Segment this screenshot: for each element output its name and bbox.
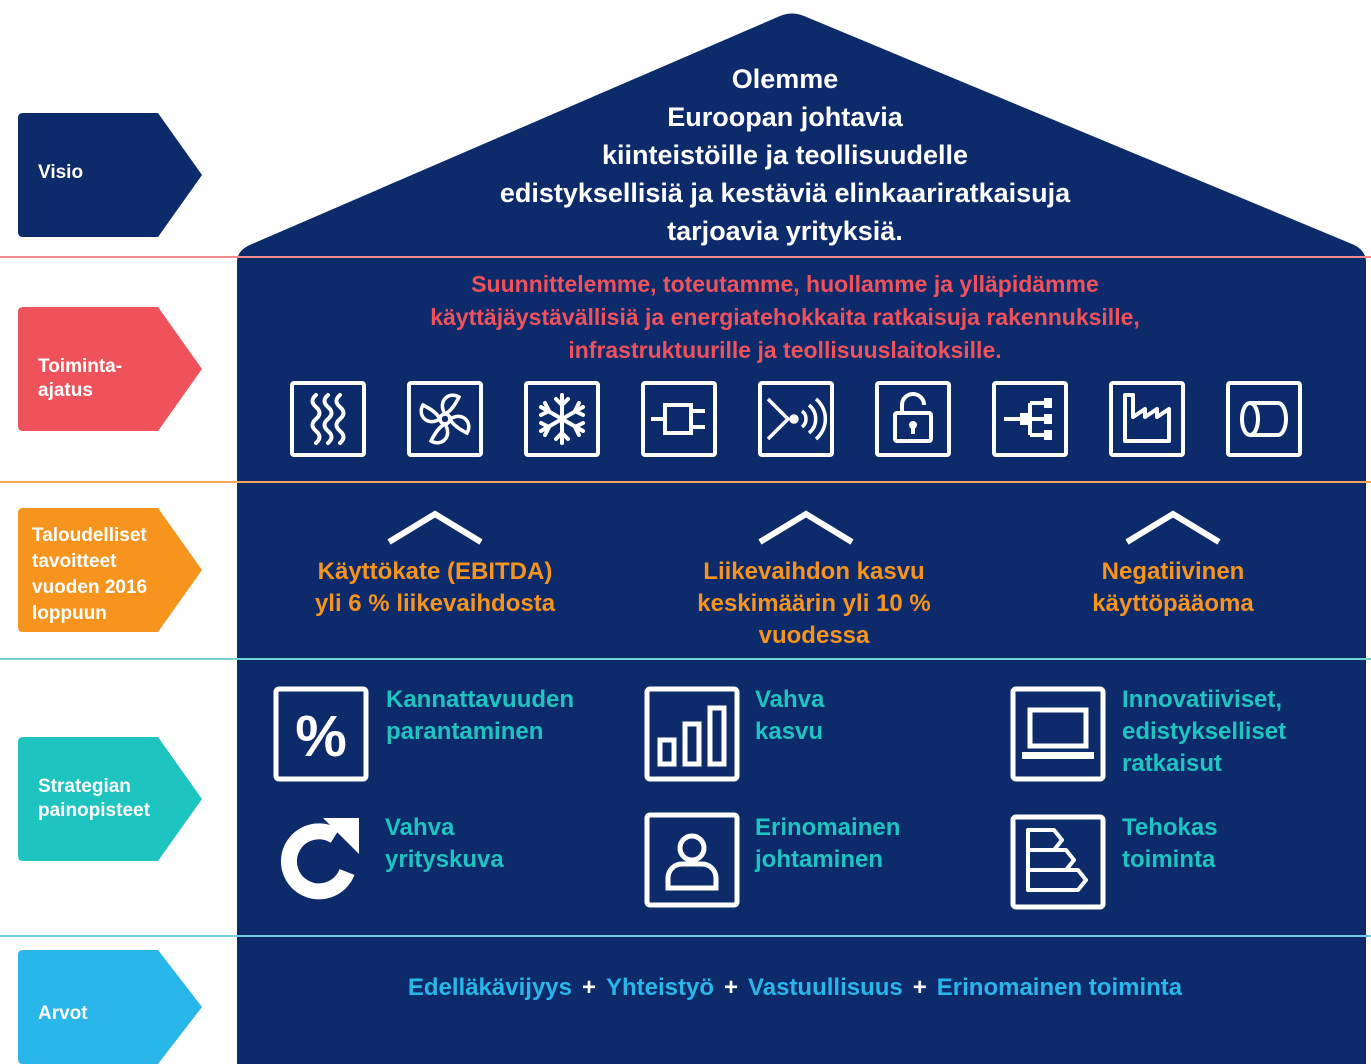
value-edellakavijyys: Edelläkävijyys <box>407 974 572 1001</box>
side-label-taloudelliset-tavoitteet: Taloudelliset tavoitteet vuoden 2016 lop… <box>32 525 148 624</box>
strategy-line: Innovatiiviset, <box>1122 686 1283 713</box>
strategy-line: Erinomainen <box>755 814 901 841</box>
side-label-strategian-painopisteet: Strategian painopisteet <box>38 776 150 821</box>
strategy-line: Vahva <box>755 686 825 713</box>
pipe-icon <box>1226 381 1302 457</box>
strategy-vahva-kasvu: Vahva kasvu <box>755 684 824 748</box>
plus-separator: + <box>912 974 927 1001</box>
cooling-snowflake-icon <box>524 381 600 457</box>
values-row: Edelläkävijyys + Yhteistyö + Vastuullisuus + E… <box>290 974 1300 1002</box>
vision-line: kiinteistöille ja teollisuudelle <box>601 140 969 170</box>
goal-line: Käyttökate (EBITDA) <box>317 558 553 585</box>
svg-text:%: % <box>295 704 347 769</box>
vision-statement: Olemme Euroopan johtavia kiinteistöille … <box>420 60 1150 250</box>
value-vastuullisuus: Vastuullisuus <box>748 974 903 1001</box>
strategy-line: edistykselliset <box>1122 718 1287 745</box>
vision-line: Euroopan johtavia <box>667 102 903 132</box>
side-tab-arvot: Arvot <box>18 950 202 1064</box>
goal-line: vuodessa <box>758 622 870 649</box>
refresh-arrow-icon <box>280 818 359 900</box>
person-icon <box>644 812 740 908</box>
bar-chart-icon <box>644 686 740 782</box>
electrical-plug-icon <box>641 381 717 457</box>
goal-working-capital: Negatiivinen käyttöpääoma <box>1043 556 1303 620</box>
separator-strategy <box>0 658 1371 660</box>
strategy-innovatiiviset: Innovatiiviset, edistykselliset ratkaisu… <box>1122 684 1286 780</box>
chevron-up-icon <box>758 510 854 545</box>
vision-line: edistyksellisiä ja kestäviä elinkaarirat… <box>499 178 1071 208</box>
plus-separator: + <box>724 974 739 1001</box>
goal-line: keskimäärin yli 10 % <box>697 590 931 617</box>
mission-statement: Suunnittelemme, toteutamme, huollamme ja… <box>300 268 1270 367</box>
strategy-line: parantaminen <box>386 718 544 745</box>
chevron-up-icon <box>387 510 483 545</box>
strategy-line: toiminta <box>1122 846 1216 873</box>
industry-factory-icon <box>1109 381 1185 457</box>
goal-line: käyttöpääoma <box>1092 590 1254 617</box>
mission-line: käyttäjäystävällisiä ja energiatehokkait… <box>430 304 1140 330</box>
goal-line: Liikevaihdon kasvu <box>703 558 925 585</box>
goal-ebitda: Käyttökate (EBITDA) yli 6 % liikevaihdos… <box>265 556 605 620</box>
strategy-kannattavuus: Kannattavuuden parantaminen <box>386 684 574 748</box>
strategy-line: Tehokas <box>1122 814 1218 841</box>
goal-revenue-growth: Liikevaihdon kasvu keskimäärin yli 10 % … <box>644 556 984 652</box>
separator-mission <box>0 256 1371 258</box>
strategy-line: ratkaisut <box>1122 750 1223 777</box>
value-erinomainen-toiminta: Erinomainen toiminta <box>936 974 1183 1001</box>
mission-line: infrastruktuurille ja teollisuuslaitoksi… <box>568 337 1002 363</box>
strategy-line: kasvu <box>755 718 824 745</box>
side-label-toiminta-ajatus: Toiminta- ajatus <box>38 356 123 401</box>
strategy-tehokas-toiminta: Tehokas toiminta <box>1122 812 1218 876</box>
strategy-line: johtaminen <box>755 846 884 873</box>
heating-icon <box>290 381 366 457</box>
goal-line: Negatiivinen <box>1101 558 1245 585</box>
value-yhteistyo: Yhteistyö <box>606 974 715 1001</box>
mission-line: Suunnittelemme, toteutamme, huollamme ja… <box>471 271 1099 297</box>
vision-line: tarjoavia yrityksiä. <box>667 216 903 246</box>
side-tab-toiminta-ajatus: Toiminta- ajatus <box>18 307 202 431</box>
strategy-erinomainen-johtaminen: Erinomainen johtaminen <box>755 812 900 876</box>
side-label-arvot: Arvot <box>38 1003 88 1024</box>
strategy-line: Kannattavuuden <box>386 686 575 713</box>
separator-goals <box>0 481 1371 483</box>
separator-values <box>0 935 1371 937</box>
security-lock-icon <box>875 381 951 457</box>
side-tab-taloudelliset-tavoitteet: Taloudelliset tavoitteet vuoden 2016 lop… <box>18 508 202 632</box>
side-label-visio: Visio <box>38 162 84 183</box>
goal-line: yli 6 % liikevaihdosta <box>314 590 556 617</box>
strategy-vahva-yrityskuva: Vahva yrityskuva <box>385 812 504 876</box>
strategy-line: yrityskuva <box>385 846 504 873</box>
plus-separator: + <box>581 974 596 1001</box>
percent-icon: % <box>273 686 369 782</box>
energy-rating-icon <box>1010 814 1106 910</box>
ventilation-fan-icon <box>407 381 483 457</box>
side-tab-strategian-painopisteet: Strategian painopisteet <box>18 737 202 861</box>
monitor-icon <box>1010 686 1106 782</box>
chevron-up-icon <box>1125 510 1221 545</box>
strategy-line: Vahva <box>385 814 455 841</box>
network-icon <box>992 381 1068 457</box>
side-tab-visio: Visio <box>18 113 202 237</box>
vision-line: Olemme <box>731 64 839 94</box>
wireless-signal-icon <box>758 381 834 457</box>
